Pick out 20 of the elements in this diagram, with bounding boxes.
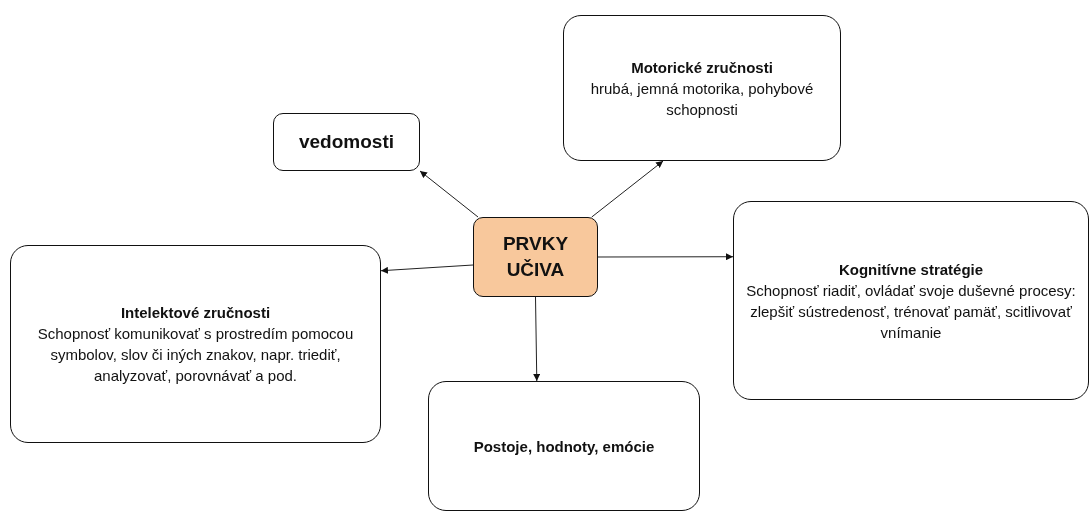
- concept-box: [733, 201, 1089, 400]
- concept-box: [563, 15, 841, 161]
- arrow: [380, 264, 474, 274]
- concept-box: [273, 113, 420, 171]
- box-heading: Motorické zručnosti: [631, 57, 773, 78]
- box-heading: Kognitívne stratégie: [838, 259, 984, 280]
- box-heading: Postoje, hodnoty, emócie: [473, 436, 655, 457]
- box-description: Schopnosť riadiť, ovládať svoje duševné procesy: zlepšiť sústredenosť, trénovať pamäť, scitlivovať vnímanie: [745, 280, 1077, 343]
- box-heading: PRVKY UČIVA: [501, 232, 570, 282]
- concept-box: [10, 245, 381, 443]
- box-heading: vedomosti: [299, 130, 394, 154]
- box-description: Schopnosť komunikovať s prostredím pomocou symbolov, slov či iných znakov, napr. triediť, analyzovať, porovnávať a pod.: [36, 324, 355, 386]
- box-heading: Intelektové zručnosti: [120, 303, 271, 323]
- arrow: [597, 253, 734, 261]
- arrow: [591, 160, 664, 218]
- concept-box: [473, 217, 598, 297]
- concept-box: [428, 381, 700, 511]
- box-description: hrubá, jemná motorika, pohybové schopnosti: [589, 78, 815, 120]
- arrow: [419, 170, 479, 218]
- arrow: [533, 296, 541, 382]
